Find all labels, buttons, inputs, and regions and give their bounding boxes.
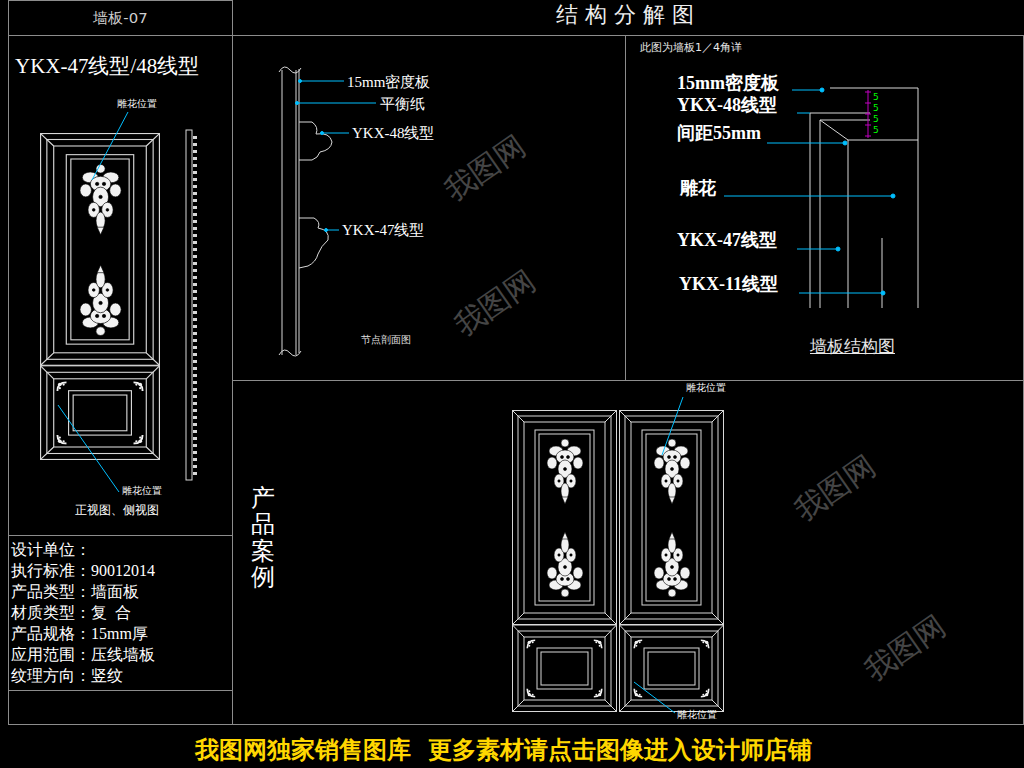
molding-line [820, 120, 870, 308]
product-panel [513, 411, 617, 712]
spec-row: 产品类型：墙面板 [11, 582, 139, 601]
profile-heading: YKX-47线型/48线型 [15, 54, 199, 79]
dimension-value: 5 [873, 114, 879, 125]
title-block-cell: 墙板-07 [8, 0, 233, 36]
molding-line [848, 140, 918, 308]
view-note: 此图为墙板1／4角详 [640, 41, 742, 54]
leader-lines [92, 112, 128, 180]
leader-lines [299, 80, 302, 83]
part-label: 15mm密度板 [347, 73, 430, 91]
dimension-line [865, 114, 871, 115]
part-label: YKX-48线型 [352, 124, 435, 142]
part-label: YKX-47线型 [677, 230, 777, 252]
molding-line [882, 238, 883, 308]
leader-lines [58, 405, 119, 492]
part-label: YKX-47线型 [342, 221, 425, 239]
spec-row: 产品规格：15mm厚 [11, 624, 148, 643]
carving-callout: 雕花位置 [686, 382, 726, 394]
front-view-panel [41, 134, 160, 460]
part-label: 雕花 [680, 178, 716, 200]
leader-lines [799, 293, 883, 294]
balance-paper [299, 69, 300, 353]
dimension-value: 5 [873, 125, 879, 136]
promo-banner: 我图网独家销售图库 更多素材请点击图像进入设计师店铺 [195, 736, 812, 765]
spec-row: 纹理方向：竖纹 [11, 666, 123, 685]
carving-callout: 雕花位置 [122, 485, 162, 497]
board-edge [296, 70, 297, 355]
view-caption: 节点剖面图 [361, 334, 411, 346]
view-caption: 墙板结构图 [810, 336, 895, 356]
leader-lines [797, 249, 838, 250]
product-case-cell: 产品案例 [232, 380, 1024, 725]
part-label: 平衡纸 [380, 95, 425, 113]
spec-row: 设计单位： [11, 540, 91, 559]
watermark: 我图网 [448, 262, 542, 343]
watermark: 我图网 [438, 127, 532, 208]
leader-lines [322, 133, 349, 134]
sheet-frame [9, 0, 1024, 725]
section-heading: 产品案例 [251, 485, 275, 591]
leader-lines [792, 90, 822, 91]
spec-row: 材质类型：复 合 [11, 603, 131, 622]
leader-lines [797, 113, 810, 114]
section-view [279, 67, 332, 356]
side-view-carving [193, 136, 197, 476]
molding-line [810, 113, 870, 308]
leader-lines [820, 88, 824, 92]
side-view-panel [186, 130, 192, 480]
leader-lines [836, 247, 840, 251]
part-label: YKX-11线型 [679, 274, 778, 296]
watermark: 我图网 [788, 447, 882, 528]
empty-cell [9, 691, 233, 725]
front-view [41, 130, 195, 480]
leader-lines [662, 397, 683, 455]
dimension-line [865, 125, 871, 126]
leader-lines [321, 132, 324, 135]
dimension-line [865, 90, 871, 138]
spec-table: 设计单位： 执行标准：90012014 产品类型：墙面板材质类型：复 合产品规格：1… [8, 535, 233, 691]
dimension-value: 5 [873, 103, 879, 114]
carving-callout: 雕花位置 [677, 709, 717, 721]
view-caption: 正视图、侧视图 [75, 503, 159, 517]
leader-lines [58, 80, 895, 714]
spec-row: 应用范围：压线墙板 [11, 645, 155, 664]
leader-lines [325, 229, 328, 232]
leader-lines [634, 682, 675, 713]
leader-lines [724, 196, 893, 197]
carving-callout: 雕花位置 [117, 98, 157, 110]
part-label: 15mm密度板 [677, 73, 779, 95]
dimension-line [865, 103, 871, 104]
product-case [513, 411, 724, 712]
panel-edge [830, 88, 918, 308]
part-label: YKX-48线型 [677, 95, 777, 117]
miter-line [820, 120, 848, 140]
leader-lines [767, 143, 845, 144]
leader-lines [296, 102, 299, 105]
product-panel [620, 411, 724, 712]
drawing-title: 结 构 分 解 图 [556, 2, 694, 28]
sheet-number: 墙板-07 [9, 10, 232, 28]
leader-lines [843, 141, 847, 145]
leader-lines [881, 291, 885, 295]
leader-lines [891, 194, 895, 198]
dimension-label: 间距55mm [677, 123, 761, 145]
structure-view [810, 88, 918, 308]
dimension-line [865, 136, 871, 137]
watermark: 我图网 [858, 607, 952, 688]
dimension-line [865, 92, 871, 93]
front-view-cell: YKX-47线型/48线型 [8, 35, 233, 536]
molding-profile [299, 218, 328, 268]
dimension-value: 5 [873, 92, 879, 103]
board-edge [282, 70, 283, 355]
leader-lines [297, 103, 376, 104]
spec-row: 执行标准：90012014 [11, 561, 155, 580]
molding-profile [299, 122, 332, 160]
leader-lines [300, 81, 344, 82]
